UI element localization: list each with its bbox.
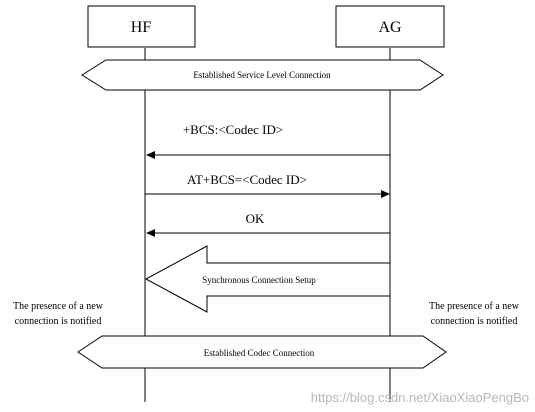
codec-banner: Established Codec Connection (77, 335, 447, 369)
at-bcs-message-label: AT+BCS=<Codec ID> (187, 172, 307, 187)
watermark-text: https://blog.csdn.net/XiaoXiaoPengBo (311, 390, 529, 405)
sync-setup-arrow: Synchronous Connection Setup (144, 245, 391, 313)
slc-banner: Established Service Level Connection (81, 59, 444, 91)
ok-message-label: OK (246, 211, 265, 226)
right-note-line2: connection is notified (431, 316, 518, 327)
slc-banner-label: Established Service Level Connection (193, 70, 331, 80)
ag-participant: AG (335, 5, 445, 48)
bcs-arrowhead (146, 151, 155, 159)
codec-banner-label: Established Codec Connection (204, 348, 315, 358)
at-bcs-arrowhead (381, 190, 390, 198)
hf-label: HF (131, 19, 152, 36)
ok-message: OK (146, 211, 390, 237)
sync-setup-label: Synchronous Connection Setup (202, 275, 316, 285)
right-note: The presence of a new connection is noti… (429, 301, 520, 327)
left-note-line1: The presence of a new (13, 301, 104, 312)
ok-arrowhead (146, 229, 155, 237)
left-note: The presence of a new connection is noti… (13, 301, 104, 327)
hf-participant: HF (87, 5, 196, 48)
ag-label: AG (378, 19, 402, 36)
bcs-message-label: +BCS:<Codec ID> (183, 122, 283, 137)
at-bcs-message: AT+BCS=<Codec ID> (145, 172, 390, 198)
left-note-line2: connection is notified (15, 316, 102, 327)
right-note-line1: The presence of a new (429, 301, 520, 312)
bcs-message: +BCS:<Codec ID> (146, 122, 390, 159)
